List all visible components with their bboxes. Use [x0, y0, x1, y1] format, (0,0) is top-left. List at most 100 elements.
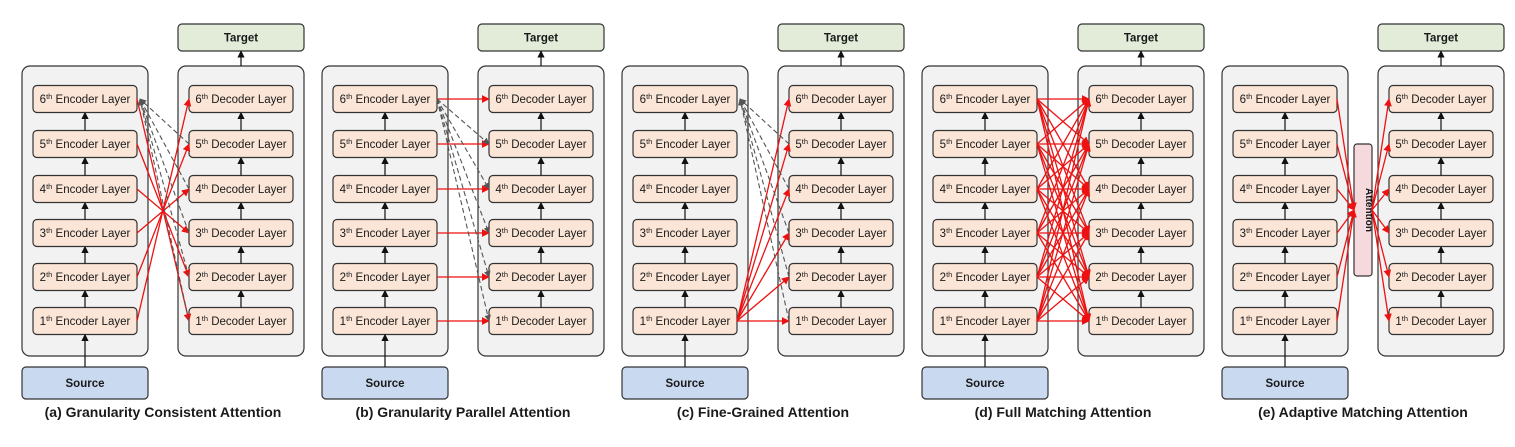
dashed-arrow — [138, 98, 190, 322]
encoder-layer-label-6: 6th Encoder Layer — [40, 92, 131, 106]
decoder-layer-label-5: 5th Decoder Layer — [795, 137, 886, 151]
panel-caption: (e) Adaptive Matching Attention — [1258, 404, 1468, 420]
attention-arrow — [1036, 276, 1090, 322]
encoder-layer-label-3: 3th Encoder Layer — [40, 226, 131, 240]
dashed-arrow — [436, 98, 490, 190]
encoder-layer-label-5: 5th Encoder Layer — [640, 137, 731, 151]
encoder-layer-label-6: 6th Encoder Layer — [1240, 92, 1331, 106]
encoder-layer-label-2: 2th Encoder Layer — [1240, 270, 1331, 284]
encoder-layer-label-1: 1th Encoder Layer — [1240, 314, 1331, 328]
dashed-arrow — [739, 98, 790, 190]
source-label: Source — [1266, 378, 1305, 390]
decoder-layer-label-6: 6th Decoder Layer — [1095, 92, 1186, 106]
attention-arrow — [1036, 98, 1092, 322]
decoder-layer-label-5: 5th Decoder Layer — [495, 137, 586, 151]
target-label: Target — [1424, 33, 1458, 45]
encoder-layer-label-1: 1th Encoder Layer — [940, 314, 1031, 328]
dashed-arrow — [436, 98, 491, 322]
encoder-layer-label-5: 5th Encoder Layer — [1240, 137, 1331, 151]
decoder-layer-label-5: 5th Decoder Layer — [1095, 137, 1186, 151]
attention-to-decoder-arrow — [1371, 209, 1392, 322]
decoder-layer-label-4: 4th Decoder Layer — [1095, 182, 1186, 196]
dashed-arrow — [436, 98, 491, 278]
encoder-layer-label-5: 5th Encoder Layer — [940, 137, 1031, 151]
decoder-layer-label-4: 4th Decoder Layer — [795, 182, 886, 196]
decoder-layer-label-2: 2th Decoder Layer — [795, 270, 886, 284]
encoder-layer-label-3: 3th Encoder Layer — [640, 226, 731, 240]
decoder-layer-label-3: 3th Decoder Layer — [795, 226, 886, 240]
target-label: Target — [1124, 33, 1158, 45]
source-label: Source — [666, 378, 705, 390]
panels-root: 1th Encoder Layer 1th Decoder Layer 2th En… — [21, 23, 1505, 420]
panel-caption: (a) Granularity Consistent Attention — [45, 404, 282, 420]
encoder-layer-label-3: 3th Encoder Layer — [340, 226, 431, 240]
encoder-layer-label-4: 4th Encoder Layer — [40, 182, 131, 196]
attention-to-decoder-arrow — [1371, 188, 1390, 211]
decoder-layer-label-1: 1th Decoder Layer — [1395, 314, 1486, 328]
decoder-layer-label-2: 2th Decoder Layer — [495, 270, 586, 284]
encoder-layer-label-1: 1th Encoder Layer — [340, 314, 431, 328]
panel-caption: (d) Full Matching Attention — [975, 404, 1152, 420]
panel-b: 1th Encoder Layer 1th Decoder Layer 2th En… — [321, 23, 605, 420]
encoder-layer-label-1: 1th Encoder Layer — [40, 314, 131, 328]
encoder-layer-label-2: 2th Encoder Layer — [940, 270, 1031, 284]
panel-e: 1th Encoder Layer 1th Decoder Layer 2th En… — [1221, 23, 1505, 420]
panel-caption: (c) Fine-Grained Attention — [677, 404, 849, 420]
dashed-arrow — [138, 98, 190, 278]
encoder-to-attention-arrow — [1336, 209, 1357, 278]
encoder-to-attention-arrow — [1336, 209, 1357, 322]
attention-to-decoder-arrow — [1371, 143, 1392, 211]
encoder-layer-label-6: 6th Encoder Layer — [640, 92, 731, 106]
decoder-layer-label-3: 3th Decoder Layer — [1395, 226, 1486, 240]
source-label: Source — [966, 378, 1005, 390]
attention-to-decoder-arrow — [1371, 209, 1390, 234]
decoder-layer-label-5: 5th Decoder Layer — [1395, 137, 1486, 151]
dashed-arrow — [139, 98, 190, 190]
encoder-to-attention-arrow — [1336, 209, 1355, 234]
dashed-arrow — [738, 98, 790, 322]
source-label: Source — [66, 378, 105, 390]
dashed-arrow — [139, 98, 190, 145]
attention-to-decoder-arrow — [1371, 98, 1392, 211]
decoder-layer-label-6: 6th Decoder Layer — [195, 92, 286, 106]
encoder-layer-label-6: 6th Encoder Layer — [940, 92, 1031, 106]
attention-arrow — [1036, 232, 1090, 322]
encoder-layer-label-6: 6th Encoder Layer — [340, 92, 431, 106]
encoder-layer-label-2: 2th Encoder Layer — [640, 270, 731, 284]
attention-to-decoder-arrow — [1371, 209, 1392, 278]
encoder-layer-label-2: 2th Encoder Layer — [340, 270, 431, 284]
encoder-layer-label-5: 5th Encoder Layer — [40, 137, 131, 151]
attention-arrow — [1036, 143, 1091, 322]
attention-arrow — [1036, 98, 1090, 145]
attention-arrow — [1036, 98, 1091, 278]
encoder-layer-label-4: 4th Encoder Layer — [1240, 182, 1331, 196]
decoder-layer-label-3: 3th Decoder Layer — [495, 226, 586, 240]
decoder-layer-label-2: 2th Decoder Layer — [195, 270, 286, 284]
attention-block-label: Attention — [1363, 188, 1374, 232]
encoder-layer-label-5: 5th Encoder Layer — [340, 137, 431, 151]
encoder-layer-label-2: 2th Encoder Layer — [40, 270, 131, 284]
attention-arrow — [736, 232, 790, 322]
decoder-layer-label-6: 6th Decoder Layer — [1395, 92, 1486, 106]
decoder-layer-label-2: 2th Decoder Layer — [1395, 270, 1486, 284]
decoder-layer-label-4: 4th Decoder Layer — [495, 182, 586, 196]
dashed-arrow — [436, 98, 490, 145]
attention-arrow — [1036, 98, 1091, 234]
attention-arrow — [736, 276, 790, 322]
attention-arrow — [1036, 188, 1091, 322]
target-label: Target — [224, 33, 258, 45]
encoder-layer-6 — [632, 84, 738, 114]
decoder-layer-label-5: 5th Decoder Layer — [195, 137, 286, 151]
decoder-layer-label-1: 1th Decoder Layer — [495, 314, 586, 328]
source-label: Source — [366, 378, 405, 390]
panel-caption: (b) Granularity Parallel Attention — [356, 404, 571, 420]
encoder-layer-label-4: 4th Encoder Layer — [340, 182, 431, 196]
encoder-to-attention-arrow — [1336, 143, 1357, 211]
decoder-layer-label-3: 3th Decoder Layer — [1095, 226, 1186, 240]
dashed-arrow — [739, 98, 790, 145]
attention-arrow — [1036, 98, 1090, 190]
encoder-to-attention-arrow — [1336, 98, 1357, 211]
decoder-layer-label-1: 1th Decoder Layer — [795, 314, 886, 328]
